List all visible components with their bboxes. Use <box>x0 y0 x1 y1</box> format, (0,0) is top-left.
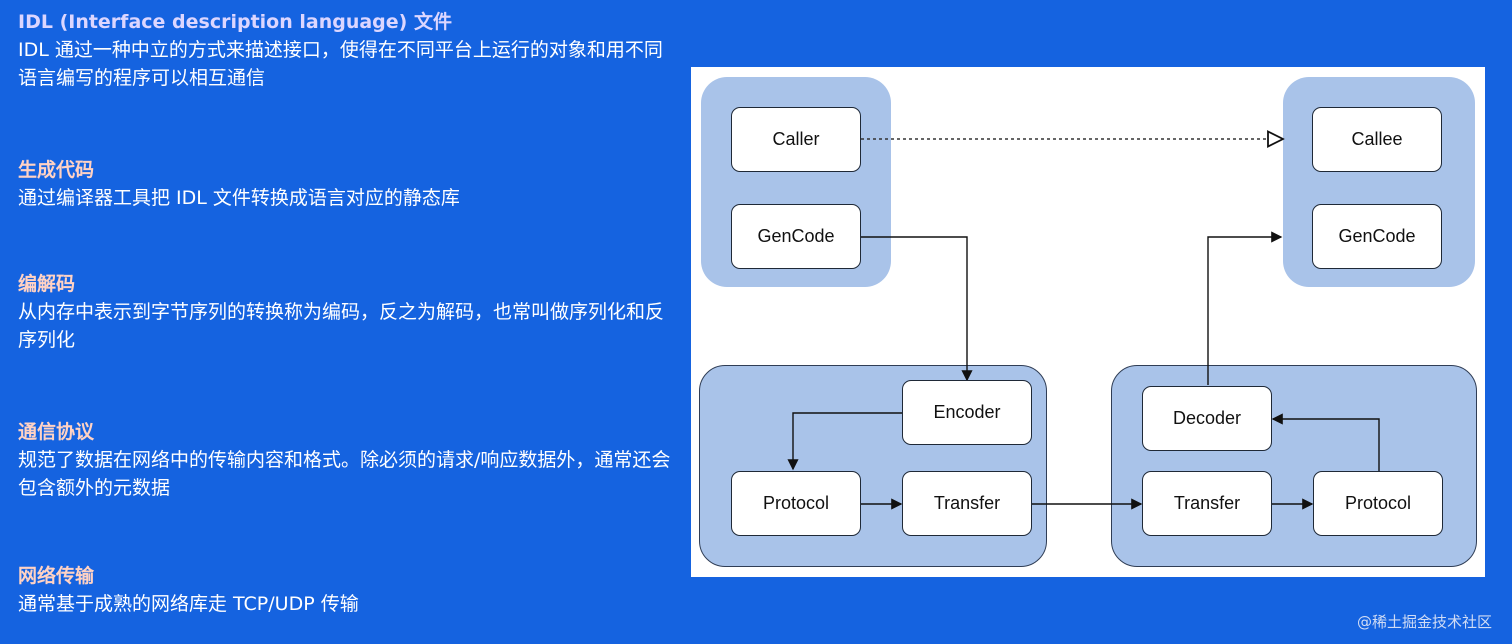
gencode-to-encoder-edge <box>861 236 973 382</box>
section-title: 编解码 <box>18 273 76 295</box>
protocol-to-decoder-edge <box>1271 413 1380 471</box>
section-codec: 编解码 从内存中表示到字节序列的转换称为编码，反之为解码，也常叫做序列化和反序列… <box>18 270 678 354</box>
section-body: 通常基于成熟的网络库走 TCP/UDP 传输 <box>18 593 359 615</box>
section-idl: IDL (Interface description language) 文件 … <box>18 8 678 92</box>
encoder-to-protocol-edge <box>787 412 903 471</box>
gencode-left-node: GenCode <box>731 204 861 269</box>
callee-node: Callee <box>1312 107 1442 172</box>
encoder-node: Encoder <box>902 380 1032 445</box>
section-network: 网络传输 通常基于成熟的网络库走 TCP/UDP 传输 <box>18 562 678 618</box>
section-gencode: 生成代码 通过编译器工具把 IDL 文件转换成语言对应的静态库 <box>18 156 678 212</box>
section-body: 通过编译器工具把 IDL 文件转换成语言对应的静态库 <box>18 187 460 209</box>
section-title: 生成代码 <box>18 159 95 181</box>
decoder-to-gencode-edge <box>1207 231 1283 385</box>
section-body: 规范了数据在网络中的传输内容和格式。除必须的请求/响应数据外，通常还会包含额外的… <box>18 449 671 499</box>
transfer-left-node: Transfer <box>902 471 1032 536</box>
section-title: 网络传输 <box>18 565 95 587</box>
section-body: 从内存中表示到字节序列的转换称为编码，反之为解码，也常叫做序列化和反序列化 <box>18 301 665 351</box>
protocol-left-node: Protocol <box>731 471 861 536</box>
decoder-node: Decoder <box>1142 386 1272 451</box>
protocol-right-node: Protocol <box>1313 471 1443 536</box>
section-title: 通信协议 <box>18 421 95 443</box>
gencode-right-node: GenCode <box>1312 204 1442 269</box>
rpc-diagram: Caller GenCode Callee GenCode Encoder Pr… <box>691 67 1485 577</box>
caller-node: Caller <box>731 107 861 172</box>
watermark: @稀土掘金技术社区 <box>1356 613 1492 631</box>
section-body: IDL 通过一种中立的方式来描述接口，使得在不同平台上运行的对象和用不同语言编写… <box>18 39 663 89</box>
section-protocol: 通信协议 规范了数据在网络中的传输内容和格式。除必须的请求/响应数据外，通常还会… <box>18 418 678 502</box>
section-title: IDL (Interface description language) 文件 <box>18 11 452 33</box>
transfer-right-node: Transfer <box>1142 471 1272 536</box>
diagram-edges <box>787 67 1380 510</box>
